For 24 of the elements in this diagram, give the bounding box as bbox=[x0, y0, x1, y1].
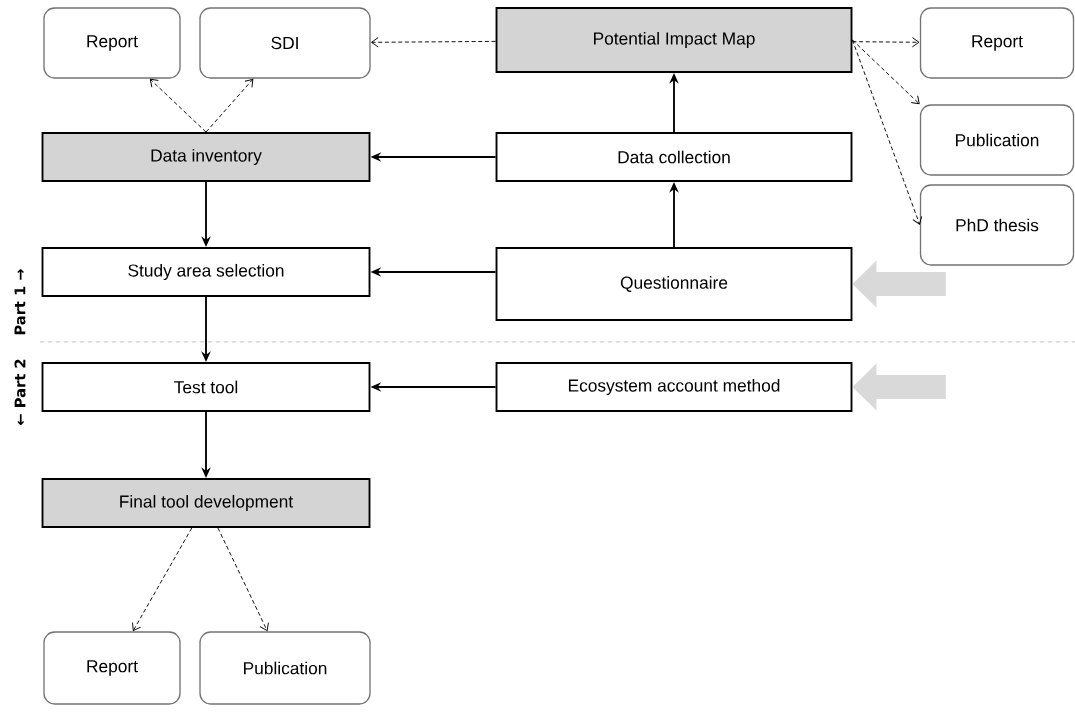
result-box: Final tool development bbox=[41, 478, 371, 528]
part-label: ← Part 2 bbox=[14, 359, 26, 425]
arrow bbox=[851, 39, 920, 105]
arrow bbox=[149, 78, 207, 133]
output-box: Report bbox=[919, 7, 1075, 79]
process-box: Data collection bbox=[495, 132, 853, 182]
process-box: Study area selection bbox=[41, 247, 371, 297]
output-box: Report bbox=[43, 7, 181, 79]
output-box: Report bbox=[43, 631, 181, 705]
arrow bbox=[205, 78, 254, 133]
arrow bbox=[851, 39, 923, 225]
result-box: Potential Impact Map bbox=[495, 7, 853, 73]
arrow bbox=[132, 527, 193, 632]
process-box: Ecosystem account method bbox=[495, 362, 853, 412]
output-box: Publication bbox=[199, 631, 371, 705]
result-box: Data inventory bbox=[41, 132, 371, 182]
process-box: Test tool bbox=[41, 362, 371, 412]
output-box: PhD thesis bbox=[919, 184, 1075, 266]
part-label: Part 1 → bbox=[14, 269, 26, 335]
output-box: Publication bbox=[919, 104, 1075, 176]
arrow bbox=[217, 527, 269, 632]
arrow bbox=[371, 37, 497, 48]
output-box: SDI bbox=[199, 7, 371, 79]
process-box: Questionnaire bbox=[495, 247, 853, 321]
